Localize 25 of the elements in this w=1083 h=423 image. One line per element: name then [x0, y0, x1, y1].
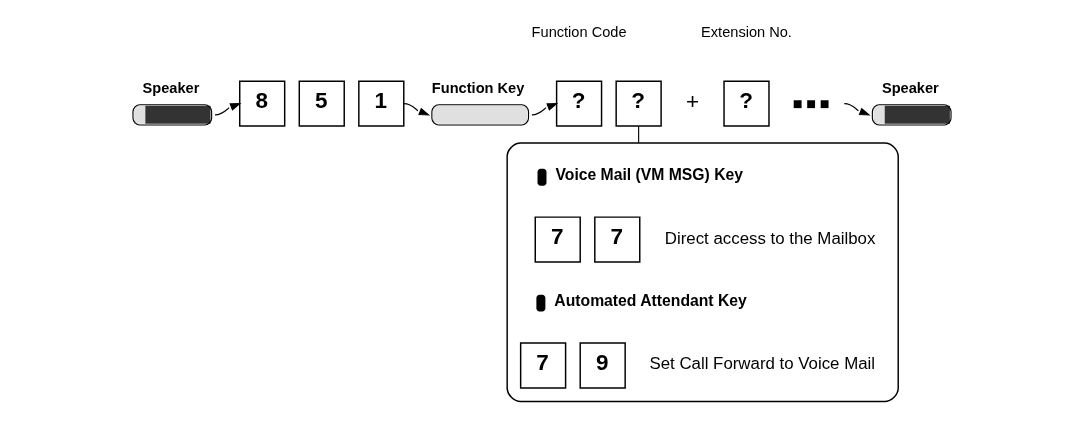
node-box: 7 — [519, 342, 566, 389]
arrow — [843, 103, 871, 116]
label: Function Code — [531, 23, 627, 40]
node-box: 7 — [534, 216, 581, 263]
label: Set Call Forward to Voice Mail — [648, 354, 875, 374]
node-box: ? — [722, 80, 770, 127]
label: Direct access to the Mailbox — [664, 228, 875, 248]
node-label: Speaker — [881, 79, 939, 96]
label: Voice Mail (VM MSG) Key — [554, 166, 743, 184]
node-label: Function Key — [431, 79, 524, 96]
node-box: 1 — [357, 80, 405, 127]
node-box: 7 — [593, 216, 640, 263]
node-box: 5 — [298, 80, 345, 127]
label: + — [685, 89, 699, 115]
label: Automated Attendant Key — [553, 292, 747, 310]
node-label: Extension No. — [700, 23, 792, 40]
node-label: Speaker — [142, 79, 199, 96]
arrow — [213, 103, 241, 116]
arrow — [402, 103, 430, 116]
cluster — [505, 142, 899, 403]
node-box: 9 — [579, 342, 626, 389]
arrow — [530, 103, 558, 116]
node-box: ? — [614, 80, 662, 127]
node-box: 8 — [238, 80, 285, 127]
node-box: ? — [555, 80, 602, 127]
